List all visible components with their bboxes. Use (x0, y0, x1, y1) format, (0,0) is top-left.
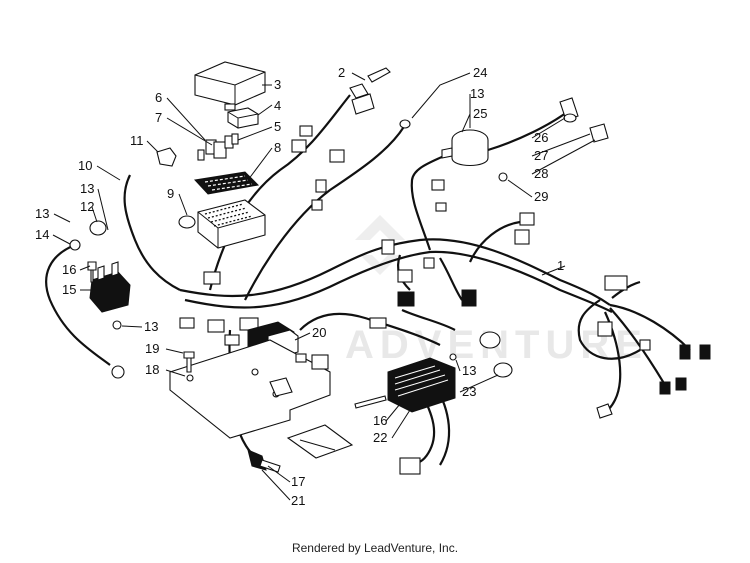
callout-13-a: 13 (80, 181, 94, 196)
callout-6: 6 (155, 90, 162, 105)
callout-20: 20 (312, 325, 326, 340)
right-connectors (597, 275, 711, 395)
callout-24: 24 (473, 65, 487, 80)
fuse-set (197, 133, 239, 161)
callout-22: 22 (373, 430, 387, 445)
harness-connector-mid (311, 317, 501, 370)
callout-13-b: 13 (35, 206, 49, 221)
callout-15: 15 (62, 282, 76, 297)
ignition-coil (441, 109, 571, 167)
screw-19 (183, 351, 195, 373)
speed-sensor (247, 449, 281, 473)
terminal-boot (156, 147, 177, 167)
callout-17: 17 (291, 474, 305, 489)
leader-lines (52, 72, 596, 501)
callout-28: 28 (534, 166, 548, 181)
ring-terminal-24 (399, 119, 411, 129)
callout-4: 4 (274, 98, 281, 113)
nut-lower-left (112, 320, 122, 330)
ring-terminal (69, 239, 81, 251)
callout-11: 11 (130, 133, 144, 148)
bullet-terminal (596, 403, 613, 419)
main-harness (45, 94, 691, 466)
fuse-label-sheet (193, 171, 260, 195)
callout-18: 18 (145, 362, 159, 377)
callout-29: 29 (534, 189, 548, 204)
callout-16-a: 16 (62, 262, 76, 277)
callout-8: 8 (274, 140, 281, 155)
callout-13-d: 13 (470, 86, 484, 101)
connector-top (349, 67, 391, 115)
spark-plug-cap (559, 97, 609, 143)
coil-screw (498, 172, 508, 182)
center-connectors (381, 179, 535, 307)
callout-13-c: 13 (144, 319, 158, 334)
callout-13-e: 13 (462, 363, 476, 378)
callout-16-b: 16 (373, 413, 387, 428)
callout-2: 2 (338, 65, 345, 80)
mounting-plate (169, 339, 331, 439)
cable-boot (89, 220, 107, 236)
callout-3: 3 (274, 77, 281, 92)
callout-25: 25 (473, 106, 487, 121)
fuse-box-cover (194, 61, 266, 111)
fuse-block (197, 199, 266, 249)
callout-10: 10 (78, 158, 92, 173)
starter-solenoid (89, 261, 131, 313)
callout-23: 23 (462, 384, 476, 399)
connector-upper-cluster (291, 125, 345, 211)
bolt-right (354, 395, 387, 409)
foam-pad (286, 424, 354, 459)
callout-1: 1 (557, 258, 564, 273)
callout-9: 9 (167, 186, 174, 201)
callout-7: 7 (155, 110, 162, 125)
callout-5: 5 (274, 119, 281, 134)
clamp-ring-23 (493, 362, 513, 378)
callout-12: 12 (80, 199, 94, 214)
footer-credit: Rendered by LeadVenture, Inc. (291, 541, 459, 555)
relay (227, 107, 259, 129)
callout-27: 27 (534, 148, 548, 163)
junction-connectors (179, 271, 259, 346)
callout-labels: 1 2 3 4 5 6 7 8 9 10 11 12 13 13 13 13 1… (35, 65, 564, 508)
nut-13 (449, 353, 457, 361)
regulator-connector (399, 457, 421, 475)
ring-terminal-bottom (111, 365, 125, 379)
voltage-regulator (387, 357, 456, 413)
callout-19: 19 (145, 341, 159, 356)
callout-26: 26 (534, 130, 548, 145)
callout-14: 14 (35, 227, 49, 242)
callout-21: 21 (291, 493, 305, 508)
clamp-ring (178, 215, 196, 229)
